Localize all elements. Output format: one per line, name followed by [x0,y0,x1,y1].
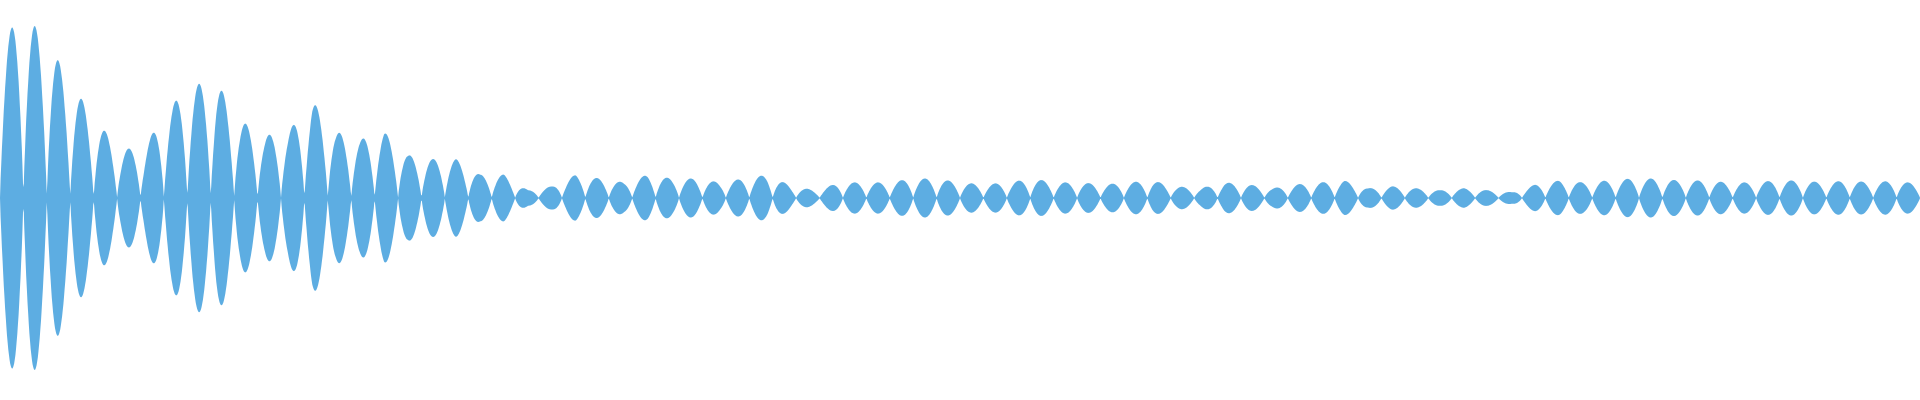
waveform-shape [0,26,1920,370]
